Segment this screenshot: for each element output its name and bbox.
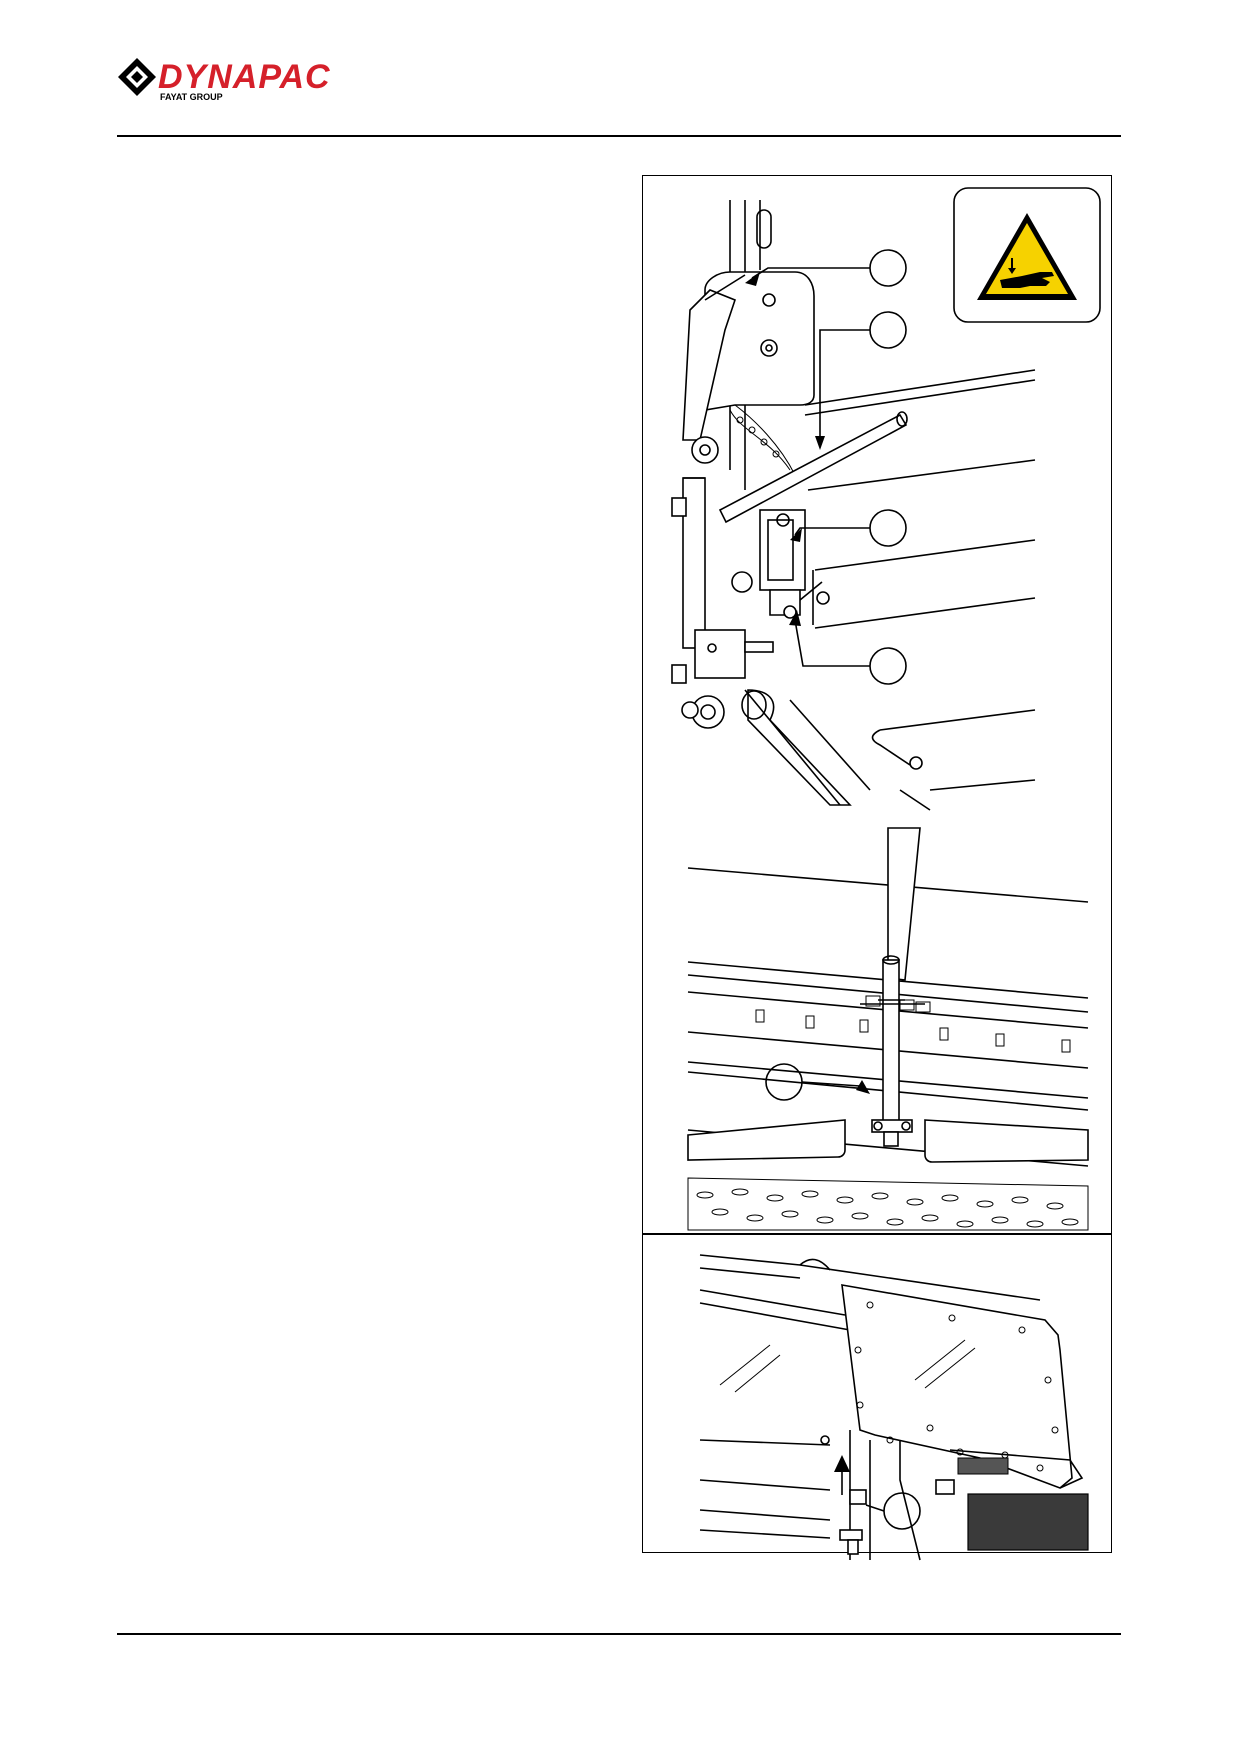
callout-marker-4 bbox=[869, 647, 907, 685]
brand-logo: DYNAPAC FAYAT GROUP bbox=[116, 56, 416, 106]
upper-panel-drawing bbox=[671, 200, 1036, 811]
floor-tread-pattern bbox=[687, 1177, 1089, 1231]
footer-rule bbox=[117, 1633, 1121, 1635]
callout-marker-6 bbox=[883, 1492, 921, 1530]
brand-subtitle: FAYAT GROUP bbox=[160, 92, 223, 102]
lower-panel-drawing bbox=[699, 1254, 1089, 1561]
callout-marker-2 bbox=[869, 311, 907, 349]
callout-marker-3 bbox=[869, 509, 907, 547]
crush-hazard-hand-icon bbox=[977, 213, 1077, 300]
logo-diamond-icon bbox=[118, 58, 156, 96]
brand-name: DYNAPAC bbox=[158, 58, 331, 96]
callout-marker-1 bbox=[869, 249, 907, 287]
header-rule bbox=[117, 135, 1121, 137]
figure-divider bbox=[642, 1233, 1112, 1235]
figure-frame bbox=[642, 175, 1112, 1553]
warning-sign bbox=[953, 187, 1101, 323]
middle-panel-drawing bbox=[687, 827, 1089, 1231]
